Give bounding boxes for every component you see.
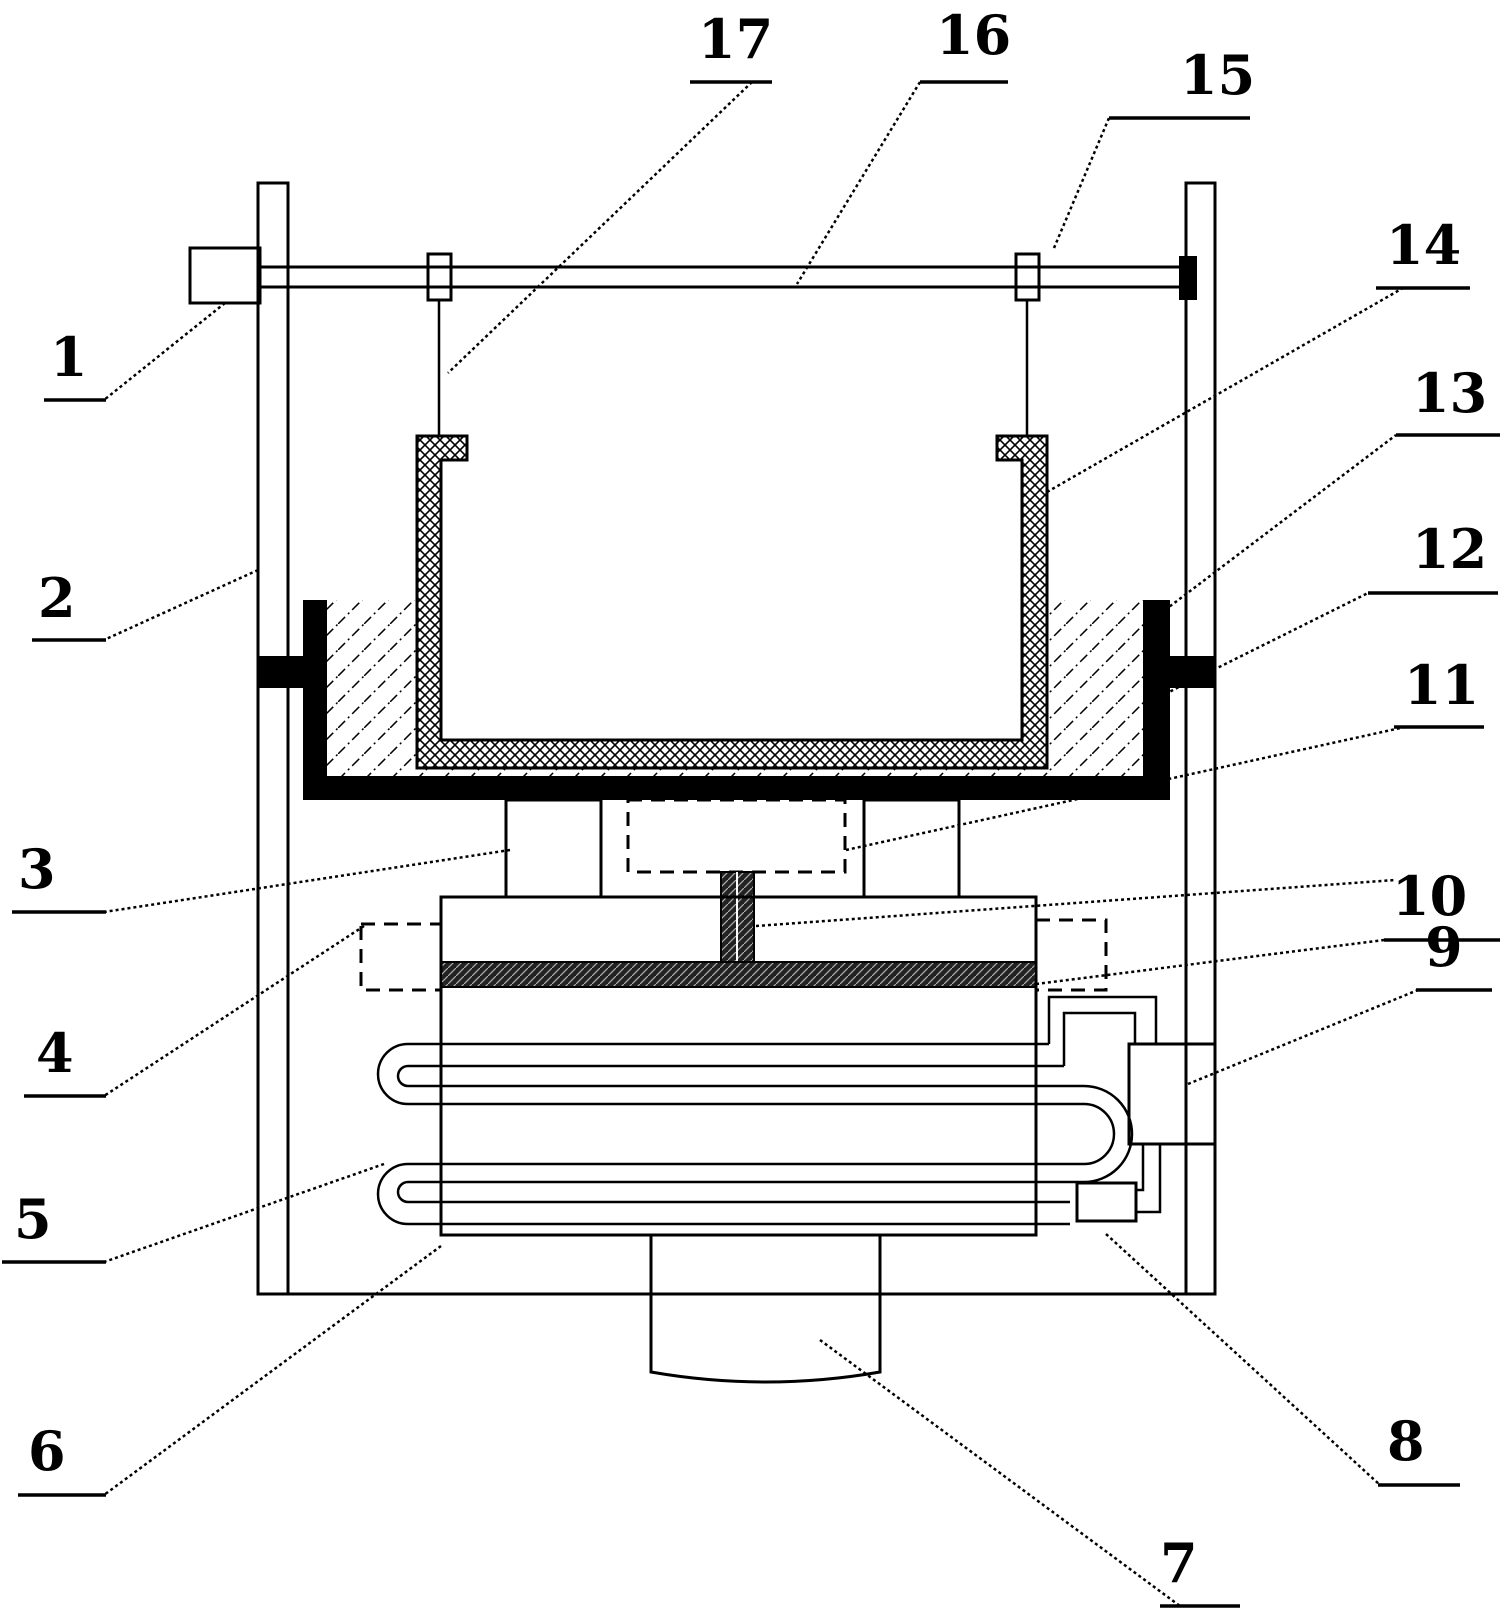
main-body [359, 895, 1108, 1237]
label-11: 11 [1404, 653, 1479, 717]
label-4: 4 [36, 1021, 74, 1085]
label-7: 7 [1160, 1531, 1198, 1595]
label-14: 14 [1386, 213, 1461, 277]
coil-pipe [376, 995, 1162, 1226]
hangers [426, 252, 1041, 436]
insulation-fill [327, 600, 1143, 780]
center-support [504, 798, 961, 963]
label-2: 2 [38, 566, 76, 630]
labels: 1 2 3 4 5 6 7 8 9 10 11 12 13 14 15 16 1 [2, 3, 1500, 1608]
label-15: 15 [1180, 43, 1255, 107]
outer-tray [258, 600, 1215, 800]
label-12: 12 [1412, 517, 1487, 581]
label-10: 10 [1392, 864, 1467, 928]
label-17: 17 [698, 7, 773, 71]
inner-crucible [415, 434, 1049, 770]
label-5: 5 [14, 1187, 52, 1251]
label-16: 16 [936, 3, 1011, 67]
label-6: 6 [28, 1419, 66, 1483]
label-9: 9 [1425, 915, 1463, 979]
bottom-motor [649, 1235, 882, 1384]
label-3: 3 [18, 837, 56, 901]
frame [256, 181, 1217, 1296]
label-8: 8 [1387, 1409, 1425, 1473]
pump-and-sensor [1075, 1042, 1215, 1223]
top-shaft [188, 246, 1197, 305]
leader-lines [103, 81, 1419, 1608]
label-1: 1 [50, 325, 88, 389]
label-13: 13 [1412, 361, 1487, 425]
